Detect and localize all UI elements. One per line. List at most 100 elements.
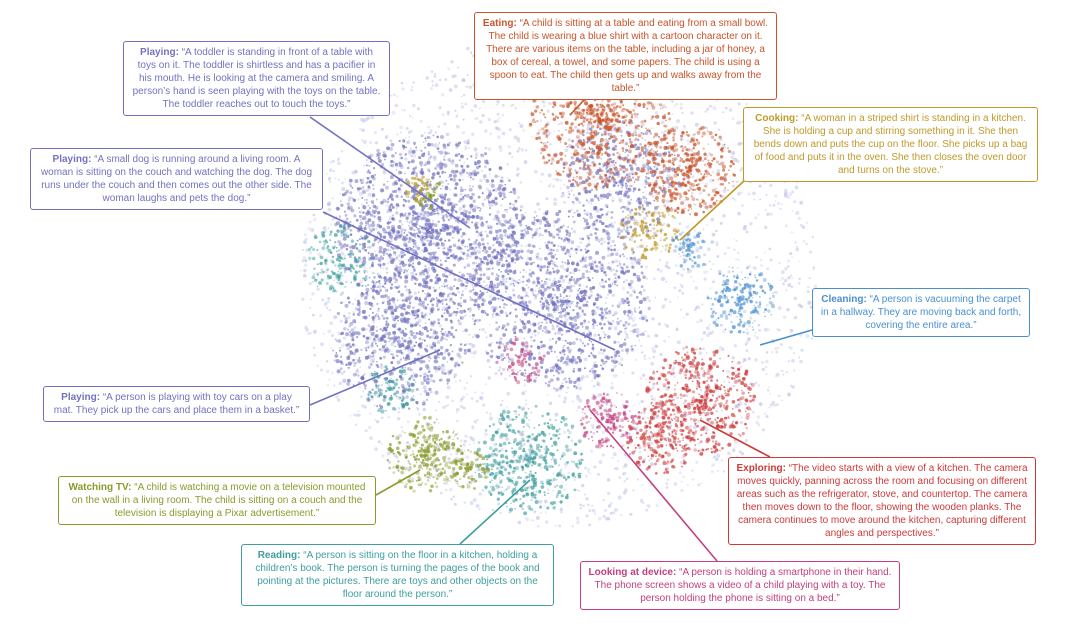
embedding-point xyxy=(461,131,466,135)
embedding-point xyxy=(675,396,680,400)
embedding-point xyxy=(548,131,552,135)
embedding-point xyxy=(340,150,344,153)
embedding-point xyxy=(501,213,506,219)
embedding-point xyxy=(499,403,503,407)
embedding-point xyxy=(402,213,407,217)
embedding-point xyxy=(735,122,738,125)
embedding-point xyxy=(536,280,539,283)
embedding-point xyxy=(755,336,759,340)
embedding-point xyxy=(581,237,585,241)
embedding-point xyxy=(610,356,613,359)
embedding-point xyxy=(575,252,578,254)
embedding-point xyxy=(554,412,559,417)
embedding-point xyxy=(501,367,506,372)
embedding-point xyxy=(504,256,507,259)
embedding-point xyxy=(810,337,814,340)
embedding-point xyxy=(567,138,571,142)
embedding-point xyxy=(411,377,414,380)
embedding-point xyxy=(558,283,562,288)
embedding-point xyxy=(407,150,412,155)
embedding-point xyxy=(431,84,435,87)
embedding-point xyxy=(395,203,399,207)
embedding-point xyxy=(522,287,526,292)
embedding-point xyxy=(636,393,639,396)
embedding-point xyxy=(417,291,420,294)
embedding-point xyxy=(488,294,493,299)
embedding-point xyxy=(540,297,544,300)
embedding-point xyxy=(429,240,433,243)
embedding-point xyxy=(561,382,564,385)
embedding-point xyxy=(557,244,560,248)
embedding-point xyxy=(552,256,555,259)
embedding-point xyxy=(576,488,579,491)
embedding-point xyxy=(613,364,617,369)
embedding-point xyxy=(445,185,448,188)
embedding-point xyxy=(787,259,791,263)
embedding-point xyxy=(422,141,425,143)
embedding-point xyxy=(461,231,466,236)
embedding-point xyxy=(735,239,738,242)
embedding-point xyxy=(495,229,497,232)
embedding-point xyxy=(377,281,379,283)
embedding-point xyxy=(663,339,667,343)
embedding-point xyxy=(592,277,594,279)
embedding-point xyxy=(601,285,606,289)
embedding-point xyxy=(354,423,358,427)
embedding-point xyxy=(393,180,398,184)
embedding-point xyxy=(365,291,369,295)
embedding-point xyxy=(365,198,368,202)
embedding-point xyxy=(677,164,681,168)
embedding-point xyxy=(602,330,605,334)
embedding-point xyxy=(507,145,511,149)
embedding-point xyxy=(721,409,723,412)
embedding-point xyxy=(488,300,493,305)
embedding-point xyxy=(488,168,492,171)
embedding-point xyxy=(445,179,448,182)
embedding-point xyxy=(401,430,404,434)
embedding-point xyxy=(578,283,582,287)
embedding-point xyxy=(370,252,375,257)
embedding-point xyxy=(519,124,524,129)
embedding-point xyxy=(594,179,596,182)
embedding-point xyxy=(403,242,408,247)
embedding-point xyxy=(567,252,572,257)
embedding-point xyxy=(325,369,330,374)
embedding-point xyxy=(531,519,534,522)
embedding-point xyxy=(734,198,737,201)
embedding-point xyxy=(400,227,404,232)
embedding-point xyxy=(660,120,665,125)
embedding-point xyxy=(655,504,659,508)
embedding-point xyxy=(787,276,791,280)
embedding-point xyxy=(694,203,697,207)
embedding-point xyxy=(458,309,462,314)
embedding-point xyxy=(561,310,565,313)
embedding-point xyxy=(609,245,613,248)
embedding-point xyxy=(405,126,409,131)
embedding-point xyxy=(511,234,514,237)
embedding-point xyxy=(509,312,511,315)
embedding-point xyxy=(507,356,510,359)
embedding-point xyxy=(646,503,650,508)
embedding-point xyxy=(586,277,588,279)
embedding-point xyxy=(628,322,631,326)
embedding-point xyxy=(589,266,594,270)
embedding-point xyxy=(433,199,436,201)
embedding-point xyxy=(682,475,685,478)
embedding-point xyxy=(784,267,788,271)
embedding-point xyxy=(375,254,378,257)
embedding-point xyxy=(348,183,352,186)
embedding-point xyxy=(791,210,794,212)
embedding-point xyxy=(671,100,675,103)
embedding-point xyxy=(525,224,528,227)
embedding-point xyxy=(583,357,588,362)
embedding-point xyxy=(340,203,344,207)
embedding-point xyxy=(657,383,660,385)
embedding-point xyxy=(376,302,379,306)
embedding-point xyxy=(395,194,399,198)
embedding-point xyxy=(321,298,325,302)
embedding-point xyxy=(567,300,571,303)
embedding-point xyxy=(720,138,723,141)
embedding-point xyxy=(470,347,473,350)
embedding-point xyxy=(471,215,475,219)
embedding-point xyxy=(386,262,389,265)
